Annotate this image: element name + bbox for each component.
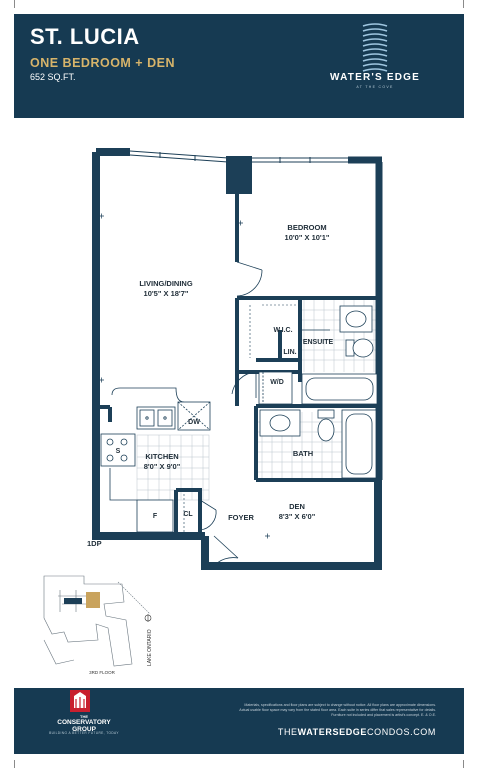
windows xyxy=(129,150,348,163)
developer-name: THE CONSERVATORY GROUP xyxy=(34,714,134,733)
developer-tagline: BUILDING A BETTER FUTURE, TODAY xyxy=(49,731,119,735)
living-dining-size: 10'5" X 18'7" xyxy=(144,289,189,298)
closet-label: CL xyxy=(183,511,193,518)
plan-ticks xyxy=(99,213,270,539)
dishwasher-label: DW xyxy=(188,419,200,426)
linen-label: LIN. xyxy=(283,349,296,356)
legal-disclaimer: Materials, specifications and floor plan… xyxy=(239,703,436,717)
website-prefix: THE xyxy=(277,727,298,737)
brand-tagline: AT THE COVE xyxy=(356,85,394,89)
website-link[interactable]: THEWATERSEDGECONDOS.COM xyxy=(236,727,436,737)
waters-edge-logo-icon xyxy=(362,23,388,72)
developer-line2: CONSERVATORY xyxy=(57,719,111,726)
developer-line1: THE xyxy=(80,714,88,719)
kitchen-label: KITCHEN xyxy=(145,452,178,461)
den-size: 8'3" X 6'0" xyxy=(279,512,316,521)
compass-icon xyxy=(144,614,152,622)
header-banner xyxy=(14,14,464,118)
living-dining-label: LIVING/DINING xyxy=(139,279,193,288)
washer-dryer-label: W/D xyxy=(270,379,284,386)
structural-column xyxy=(226,156,252,194)
crop-mark xyxy=(463,760,464,768)
website-bold: WATERSEDGE xyxy=(297,727,367,737)
wic-label: W.I.C. xyxy=(273,327,292,334)
crop-mark xyxy=(14,760,15,768)
crop-mark xyxy=(463,0,464,8)
doors xyxy=(199,261,330,567)
unit-area: 652 SQ.FT. xyxy=(30,72,76,82)
interior-walls xyxy=(98,194,379,535)
key-plan xyxy=(43,575,151,667)
brand-name: WATER'S EDGE xyxy=(330,72,420,83)
unit-type: ONE BEDROOM + DEN xyxy=(30,56,175,70)
key-plan-floor: 3RD FLOOR xyxy=(89,670,116,675)
lake-ontario-label: LAKE ONTARIO xyxy=(147,629,153,666)
foyer-label: FOYER xyxy=(228,513,254,522)
unit-code-label: 1DP xyxy=(87,539,102,548)
stove-label: S xyxy=(116,448,121,455)
bath-label: BATH xyxy=(293,449,313,458)
exterior-walls xyxy=(92,148,383,570)
closet-shelves xyxy=(183,304,296,532)
ensuite-label: ENSUITE xyxy=(303,339,334,346)
crop-mark xyxy=(14,0,15,8)
kitchen-fixtures xyxy=(100,387,211,533)
unit-name: ST. LUCIA xyxy=(30,24,140,49)
den-label: DEN xyxy=(289,502,305,511)
bedroom-size: 10'0" X 10'1" xyxy=(285,233,330,242)
suite-highlight xyxy=(86,592,100,608)
bedroom-label: BEDROOM xyxy=(287,223,326,232)
bath-fixtures xyxy=(259,409,377,479)
kitchen-size: 8'0" X 9'0" xyxy=(144,462,181,471)
ensuite-fixtures xyxy=(258,305,378,405)
fridge-label: F xyxy=(153,513,158,520)
developer-line3: GROUP xyxy=(72,726,96,733)
website-suffix: CONDOS.COM xyxy=(367,727,436,737)
conservatory-group-logo-icon xyxy=(70,690,90,712)
